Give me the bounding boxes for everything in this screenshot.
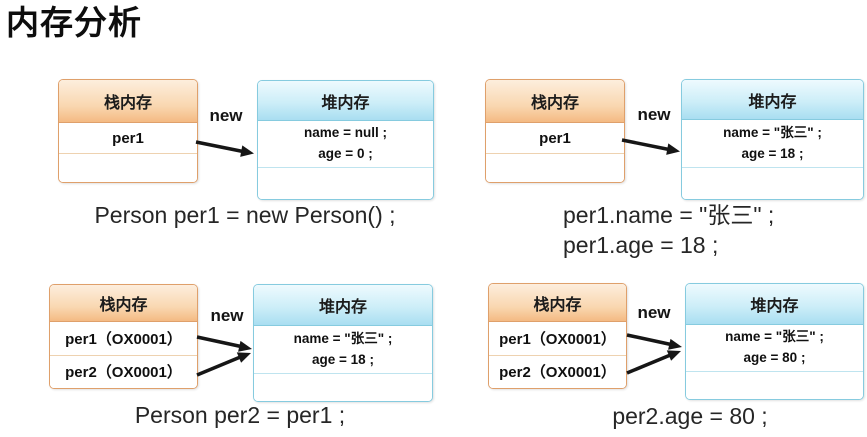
new-arrow-label-4: new (637, 303, 671, 322)
page-title: 内存分析 (6, 4, 142, 41)
stack-header-4: 栈内存 (489, 284, 626, 322)
new-arrow-label-3: new (210, 306, 244, 325)
stack-slot-per1: per1（OX0001） (50, 322, 197, 355)
heap-empty-slot (258, 167, 433, 199)
new-arrow-label-1: new (209, 106, 243, 125)
code-caption-3: Person per2 = per1 ; (134, 402, 346, 428)
code-caption-2-line-2: per1.age = 18 ; (563, 232, 719, 258)
heap-object-fields-2: name = "张三" ; age = 18 ; (682, 120, 863, 167)
heap-field-age: age = 18 ; (741, 145, 804, 161)
heap-memory-box-4: 堆内存 name = "张三" ; age = 80 ; (685, 283, 864, 400)
new-arrow-2 (621, 138, 680, 155)
heap-memory-box-2: 堆内存 name = "张三" ; age = 18 ; (681, 79, 864, 200)
new-arrow-1 (195, 140, 254, 157)
stack-slot-per2: per2（OX0001） (50, 354, 197, 388)
heap-empty-slot (682, 167, 863, 199)
heap-memory-box-3: 堆内存 name = "张三" ; age = 18 ; (253, 284, 433, 402)
heap-header-4: 堆内存 (686, 284, 863, 325)
code-caption-4: per2.age = 80 ; (612, 403, 768, 429)
stack-header-3: 栈内存 (50, 285, 197, 322)
heap-header-2: 堆内存 (682, 80, 863, 120)
new-arrows-4 (626, 333, 682, 375)
stack-memory-box-4: 栈内存 per1（OX0001） per2（OX0001） (488, 283, 627, 389)
heap-empty-slot (254, 373, 432, 401)
heap-empty-slot (686, 371, 863, 399)
heap-field-age: age = 80 ; (743, 350, 806, 365)
heap-field-age: age = 18 ; (312, 351, 374, 367)
stack-empty-slot (486, 153, 624, 182)
heap-field-age: age = 0 ; (318, 146, 373, 161)
heap-field-name: name = "张三" ; (293, 330, 393, 346)
code-caption-1: Person per1 = new Person() ; (94, 202, 396, 228)
stack-memory-box-3: 栈内存 per1（OX0001） per2（OX0001） (49, 284, 198, 389)
stack-memory-box-2: 栈内存 per1 (485, 79, 625, 183)
stack-slot-per1: per1 (486, 123, 624, 153)
heap-header-1: 堆内存 (258, 81, 433, 121)
code-caption-2-line-1: per1.name = "张三" ; (563, 202, 775, 228)
heap-object-fields-3: name = "张三" ; age = 18 ; (254, 326, 432, 373)
heap-field-name: name = "张三" ; (725, 329, 824, 345)
stack-header-2: 栈内存 (486, 80, 624, 123)
new-arrow-label-2: new (637, 105, 671, 124)
stack-empty-slot (59, 153, 197, 182)
heap-field-name: name = null ; (304, 125, 387, 141)
stack-slot-per1: per1 (59, 123, 197, 153)
stack-slot-per2: per2（OX0001） (489, 354, 626, 388)
stack-header-1: 栈内存 (59, 80, 197, 123)
heap-header-3: 堆内存 (254, 285, 432, 326)
heap-object-fields-1: name = null ; age = 0 ; (258, 121, 433, 167)
stack-slot-per1: per1（OX0001） (489, 322, 626, 355)
heap-memory-box-1: 堆内存 name = null ; age = 0 ; (257, 80, 434, 200)
code-caption-2: per1.name = "张三" ; per1.age = 18 ; (563, 200, 774, 260)
stack-memory-box-1: 栈内存 per1 (58, 79, 198, 183)
new-arrows-3 (196, 335, 252, 377)
heap-object-fields-4: name = "张三" ; age = 80 ; (686, 325, 863, 371)
heap-field-name: name = "张三" ; (723, 124, 822, 140)
